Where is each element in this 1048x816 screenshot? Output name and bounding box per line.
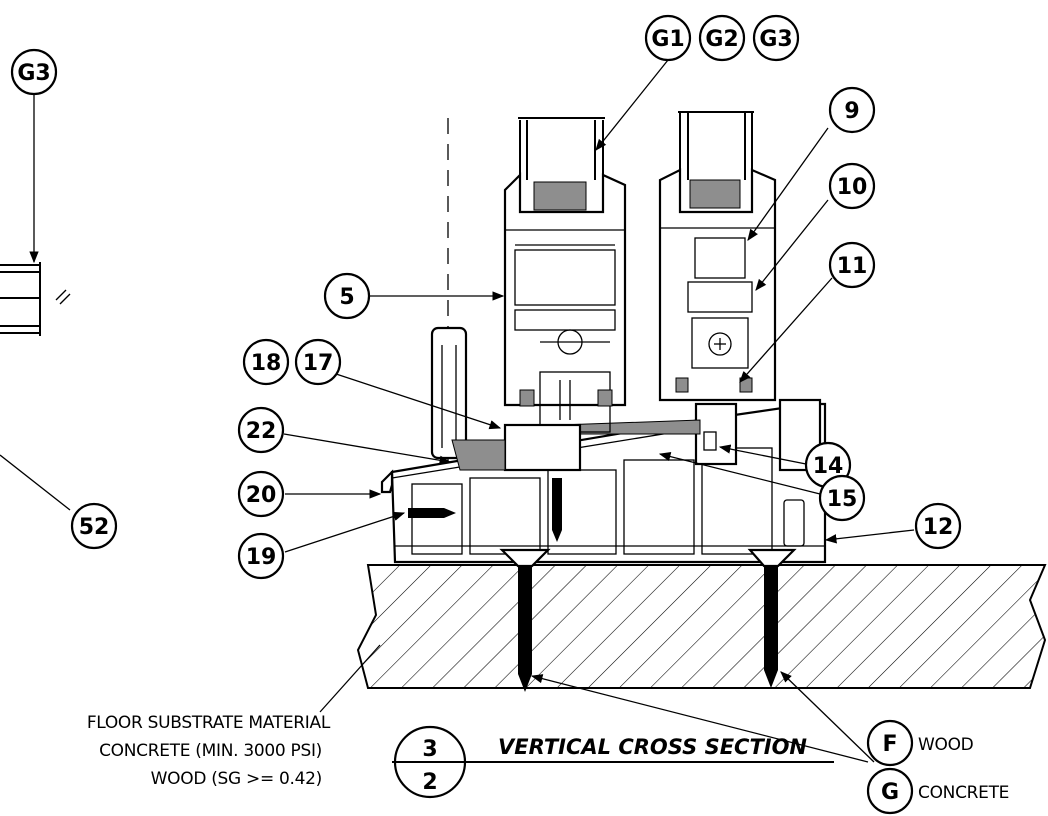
svg-text:20: 20	[246, 483, 277, 508]
svg-text:52: 52	[79, 515, 110, 540]
callout-11: 11	[828, 241, 876, 289]
svg-text:17: 17	[303, 351, 334, 376]
callout-g2: G2	[698, 14, 746, 62]
floor-substrate	[356, 564, 1047, 689]
svg-text:WOOD: WOOD	[918, 735, 974, 755]
svg-text:G3: G3	[17, 61, 50, 86]
svg-text:G: G	[881, 780, 899, 805]
svg-text:G2: G2	[705, 27, 738, 52]
svg-text:9: 9	[844, 99, 859, 124]
svg-text:10: 10	[837, 175, 868, 200]
callout-g3-top: G3	[752, 14, 800, 62]
callout-19: 19	[237, 532, 285, 580]
callout-18: 18	[242, 338, 290, 386]
callout-52: 52	[70, 502, 118, 550]
callout-20: 20	[237, 470, 285, 518]
svg-text:12: 12	[923, 515, 954, 540]
callout-12: 12	[914, 502, 962, 550]
svg-text:15: 15	[827, 487, 858, 512]
svg-text:G3: G3	[759, 27, 792, 52]
svg-text:18: 18	[251, 351, 282, 376]
svg-text:FLOOR SUBSTRATE MATERIAL: FLOOR SUBSTRATE MATERIAL	[87, 713, 331, 733]
callout-g1: G1	[644, 14, 692, 62]
svg-text:F: F	[882, 732, 897, 757]
callout-22: 22	[237, 406, 285, 454]
svg-text:WOOD (SG >= 0.42): WOOD (SG >= 0.42)	[151, 769, 322, 789]
right-sash-profile	[658, 111, 777, 402]
substrate-note: FLOOR SUBSTRATE MATERIAL CONCRETE (MIN. …	[87, 713, 331, 789]
section-title: 3 2 VERTICAL CROSS SECTION	[392, 725, 834, 799]
leader-lines	[0, 59, 915, 763]
svg-text:22: 22	[246, 419, 277, 444]
callout-17: 17	[294, 338, 342, 386]
svg-text:CONCRETE (MIN. 3000 PSI): CONCRETE (MIN. 3000 PSI)	[99, 741, 322, 761]
anchor-legend: F WOOD G CONCRETE	[866, 719, 1009, 815]
svg-text:CONCRETE: CONCRETE	[918, 783, 1009, 803]
callout-5: 5	[323, 272, 371, 320]
svg-text:19: 19	[246, 545, 277, 570]
svg-text:2: 2	[422, 770, 437, 795]
svg-text:5: 5	[339, 285, 354, 310]
threshold-cover	[430, 326, 506, 471]
callout-g3-left: G3	[10, 48, 58, 96]
svg-text:G1: G1	[651, 27, 684, 52]
fastener-screw-19	[408, 508, 456, 518]
anchor-screw-right	[747, 548, 797, 688]
callout-10: 10	[828, 162, 876, 210]
anchor-screw-left	[499, 548, 551, 692]
svg-text:11: 11	[837, 254, 868, 279]
svg-text:VERTICAL CROSS SECTION: VERTICAL CROSS SECTION	[498, 735, 807, 759]
left-sash-profile	[503, 117, 627, 472]
callout-9: 9	[828, 86, 876, 134]
svg-text:3: 3	[422, 737, 437, 762]
left-partial-section	[0, 262, 71, 336]
fastener-screw-17	[552, 478, 562, 542]
svg-text:14: 14	[813, 454, 844, 479]
callout-15: 15	[818, 474, 866, 522]
